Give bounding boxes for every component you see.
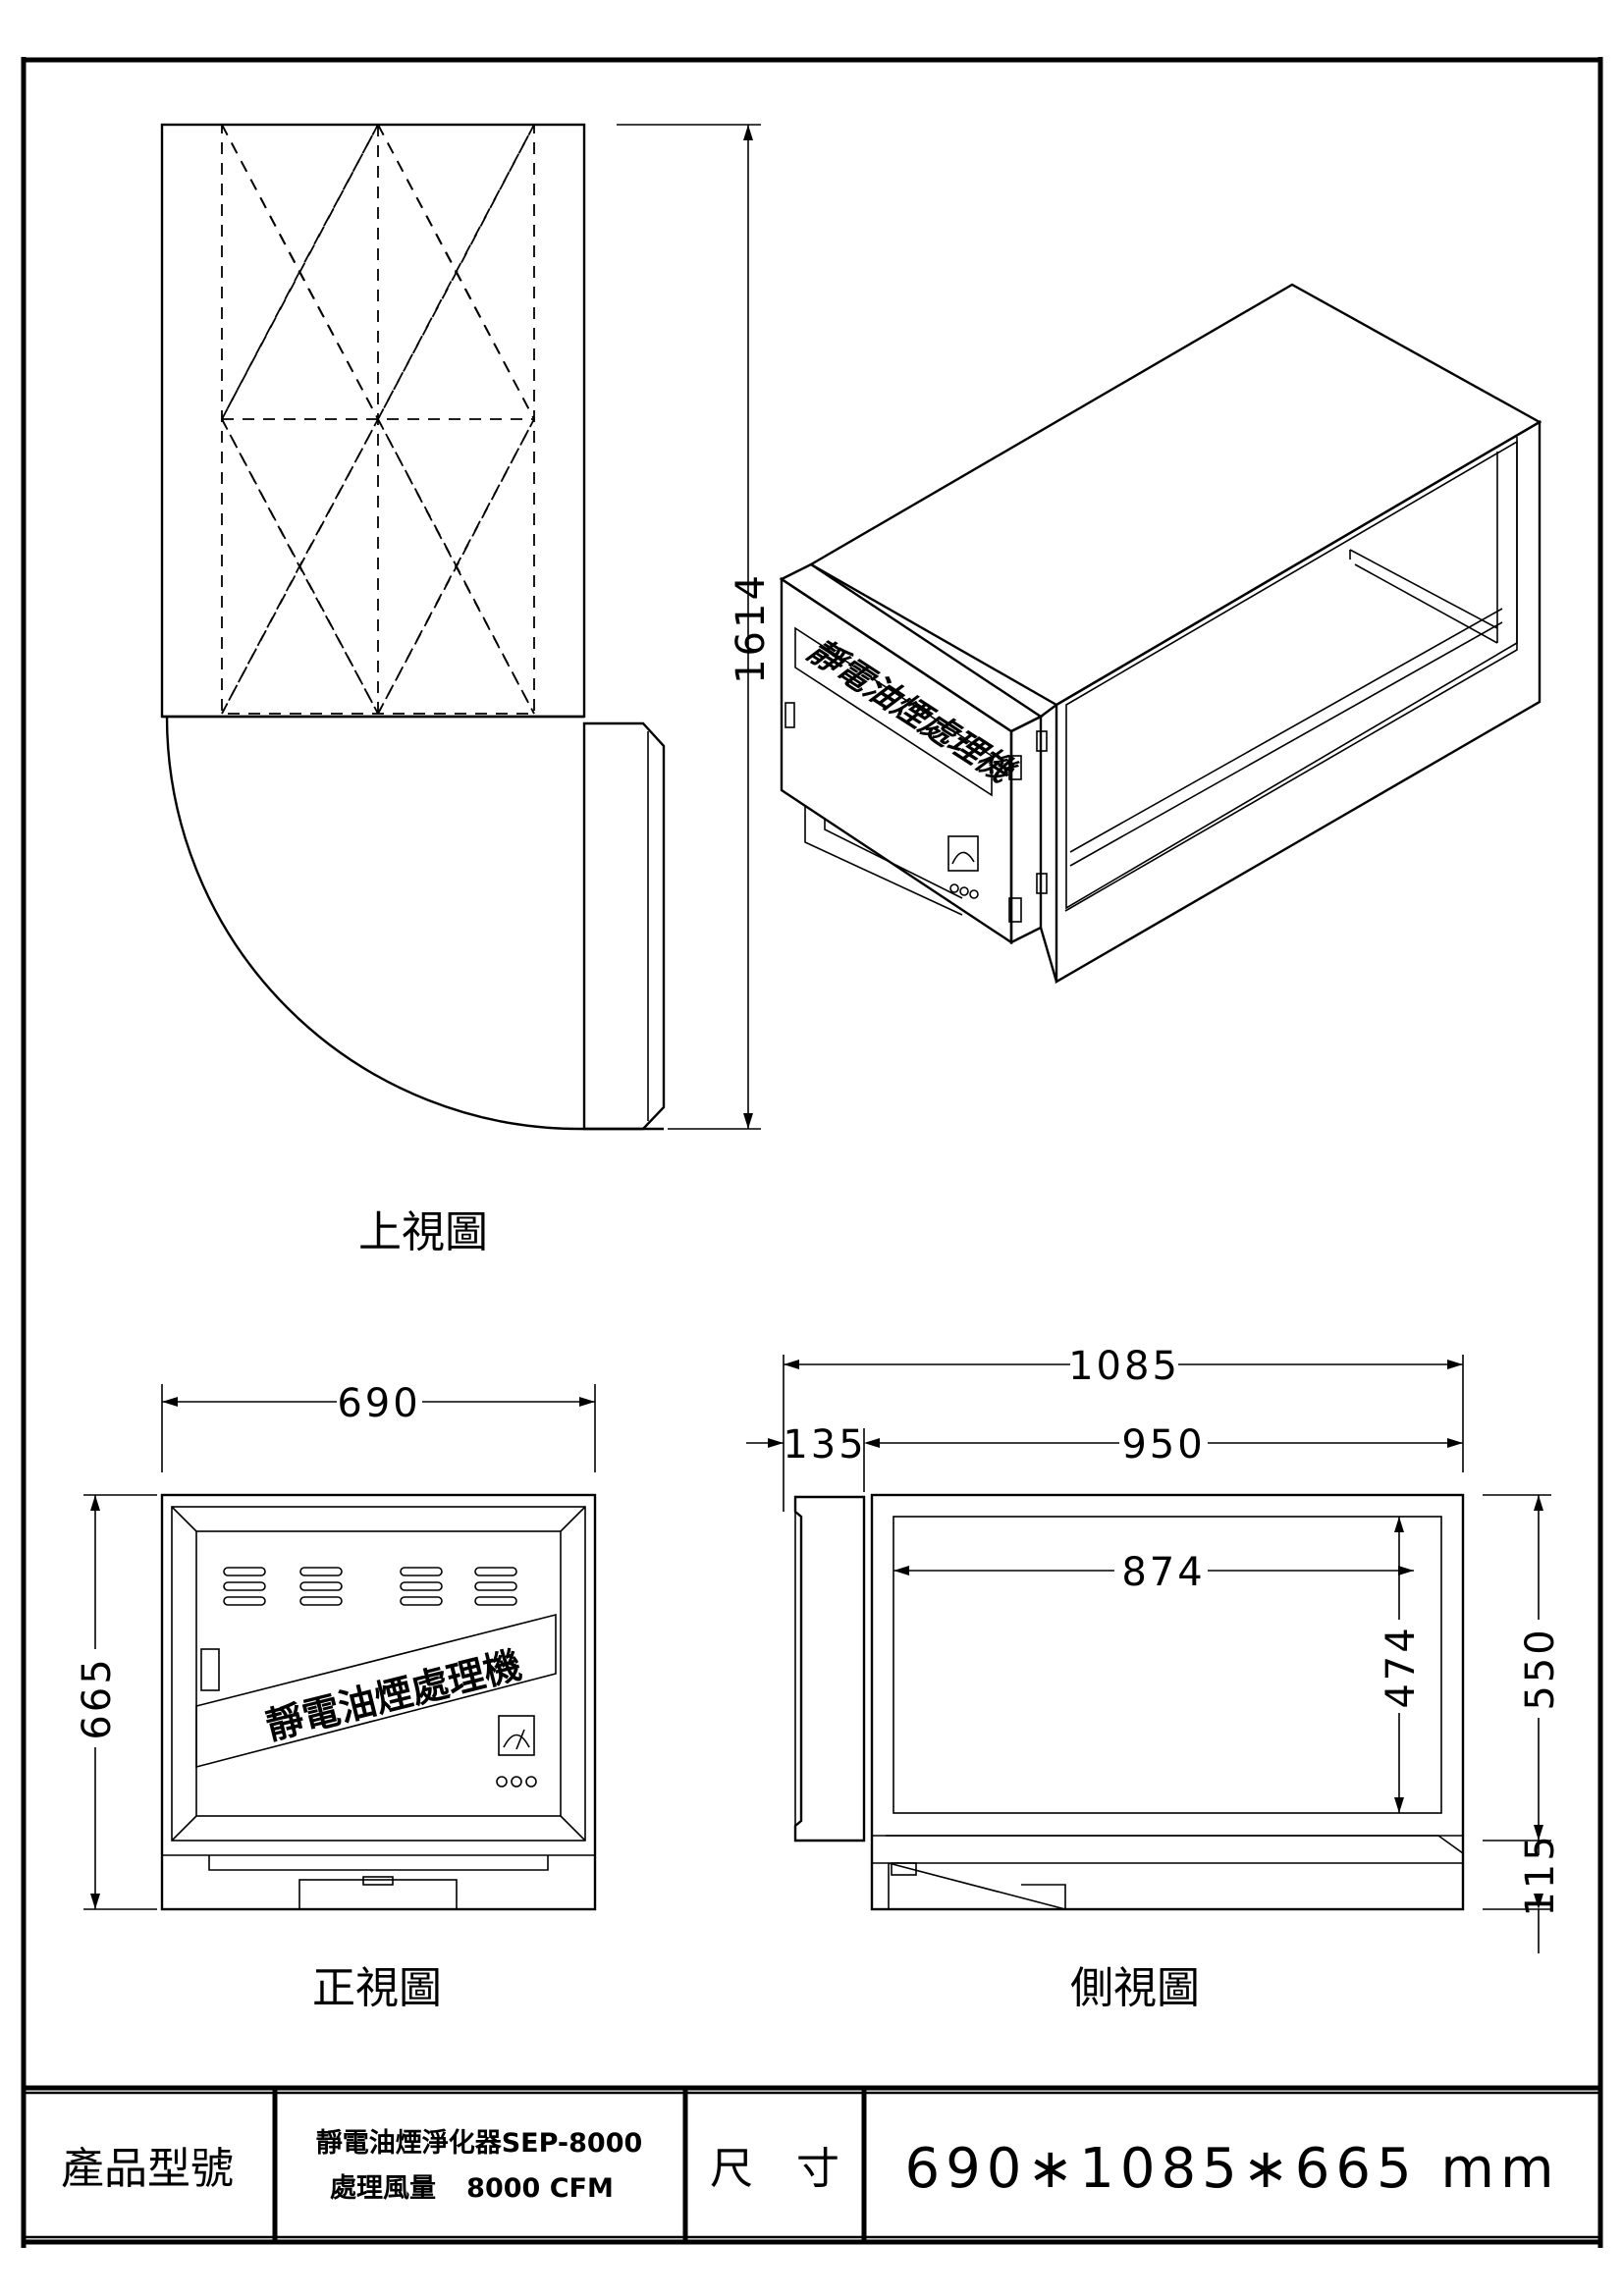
title-block-model-line2-name: 處理風量 xyxy=(330,2173,436,2204)
dimension-side-body: 950 xyxy=(872,1422,1463,1468)
top-view-door-swing-arc xyxy=(165,716,580,1131)
dimension-front-width-text: 690 xyxy=(337,1381,420,1426)
dimension-side-inner-height-text: 474 xyxy=(1379,1625,1424,1708)
title-block: 產品型號 靜電油煙淨化器SEP-8000 處理風量 8000 CFM 尺 寸 6… xyxy=(24,2085,1602,2245)
dimension-top-length-text: 1614 xyxy=(729,572,774,684)
isometric-view: 靜電油煙處理機 xyxy=(779,283,1542,985)
dimension-side-base: 115 xyxy=(1483,1833,1563,1953)
top-view-door-panel xyxy=(582,721,666,1131)
dimension-side-height-text: 550 xyxy=(1518,1627,1563,1710)
title-block-size-label: 尺 寸 xyxy=(710,2144,839,2194)
front-view-drawer xyxy=(298,1879,458,1910)
side-view: 1085 135 950 874 474 xyxy=(746,1344,1563,2013)
dimension-front-height: 665 xyxy=(75,1494,157,1910)
dimension-side-inner-width: 874 xyxy=(893,1550,1414,1595)
dimension-side-inner-height: 474 xyxy=(1379,1517,1424,1813)
iso-label-plate xyxy=(794,626,993,797)
side-view-door xyxy=(793,1495,866,1842)
dimension-side-left-text: 135 xyxy=(783,1422,866,1468)
front-view-vents xyxy=(223,1567,517,1606)
title-block-model-line2-value: 8000 CFM xyxy=(466,2173,614,2204)
front-view-handle xyxy=(200,1648,220,1691)
title-block-model-line1: 靜電油煙淨化器SEP-8000 xyxy=(316,2128,643,2159)
side-view-caption: 側視圖 xyxy=(1070,1963,1200,2013)
front-view-label-band xyxy=(195,1613,557,1769)
side-view-inner-frame xyxy=(893,1516,1442,1814)
dimension-side-body-text: 950 xyxy=(1121,1422,1205,1468)
title-block-model-label: 產品型號 xyxy=(61,2144,234,2194)
dimension-side-left: 135 xyxy=(746,1422,880,1492)
dimension-side-total-text: 1085 xyxy=(1068,1344,1180,1389)
iso-open-side xyxy=(1065,440,1518,910)
top-view: 1614 上視圖 xyxy=(160,123,774,1257)
dimension-side-height: 550 xyxy=(1483,1494,1563,1842)
top-view-filter-grid xyxy=(220,124,536,715)
dimension-front-height-text: 665 xyxy=(75,1656,120,1739)
dimension-side-inner-width-text: 874 xyxy=(1121,1550,1205,1595)
front-view: 靜電油煙處理機 690 665 正視圖 xyxy=(75,1381,597,2013)
title-block-size-value: 690∗1085∗665 mm xyxy=(904,2137,1559,2201)
dimension-side-total: 1085 xyxy=(783,1344,1464,1512)
iso-gauge xyxy=(947,835,979,872)
side-view-body xyxy=(870,1493,1465,1911)
dimension-side-base-text: 115 xyxy=(1518,1833,1563,1916)
iso-back-frame xyxy=(1055,419,1542,985)
front-view-caption: 正視圖 xyxy=(312,1963,442,2013)
front-view-label-text: 靜電油煙處理機 xyxy=(262,1643,526,1748)
top-view-body xyxy=(160,123,586,719)
iso-label-text: 靜電油煙處理機 xyxy=(798,636,1027,788)
top-view-caption: 上視圖 xyxy=(358,1207,488,1257)
front-view-gauge xyxy=(498,1715,535,1756)
dimension-front-width: 690 xyxy=(161,1381,596,1472)
dimension-top-length: 1614 xyxy=(617,124,774,1130)
